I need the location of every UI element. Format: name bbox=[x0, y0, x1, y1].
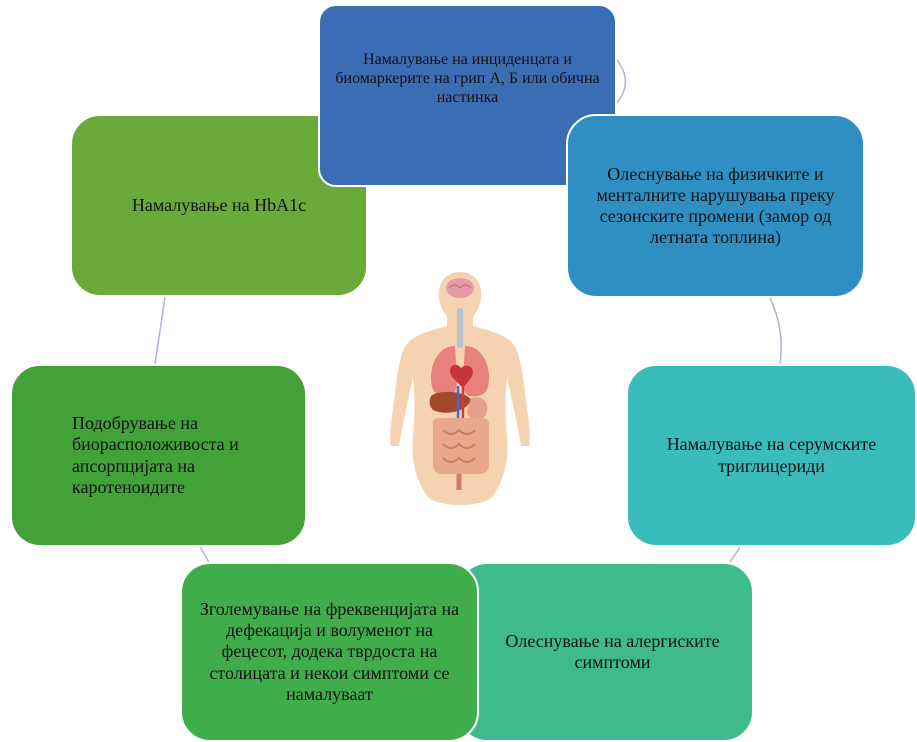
benefit-box-carotenoids: Подобрување на биорасположивоста и апсор… bbox=[10, 364, 307, 547]
benefit-text-allergy: Олеснување на алергиските симптоми bbox=[505, 630, 720, 672]
benefit-text-triglycerides: Намалување на серумските триглицериди bbox=[666, 434, 877, 476]
benefit-box-defecation: Зголемување на фреквенцијата на дефекаци… bbox=[180, 562, 479, 742]
benefit-text-flu: Намалување на инциденцата и биомаркерите… bbox=[335, 51, 600, 106]
benefit-text-carotenoids: Подобрување на биорасположивоста и апсор… bbox=[72, 413, 239, 497]
benefit-box-triglycerides: Намалување на серумските триглицериди bbox=[626, 364, 917, 547]
benefit-text-seasonal: Олеснување на физичките и менталните нар… bbox=[596, 163, 835, 248]
benefit-box-seasonal: Олеснување на физичките и менталните нар… bbox=[566, 114, 865, 298]
human-anatomy-organs-icon bbox=[390, 272, 530, 505]
benefit-box-allergy: Олеснување на алергиските симптоми bbox=[457, 562, 754, 742]
benefit-text-defecation: Зголемување на фреквенцијата на дефекаци… bbox=[199, 598, 460, 704]
benefit-text-hba1c: Намалување на HbA1c bbox=[131, 194, 307, 215]
